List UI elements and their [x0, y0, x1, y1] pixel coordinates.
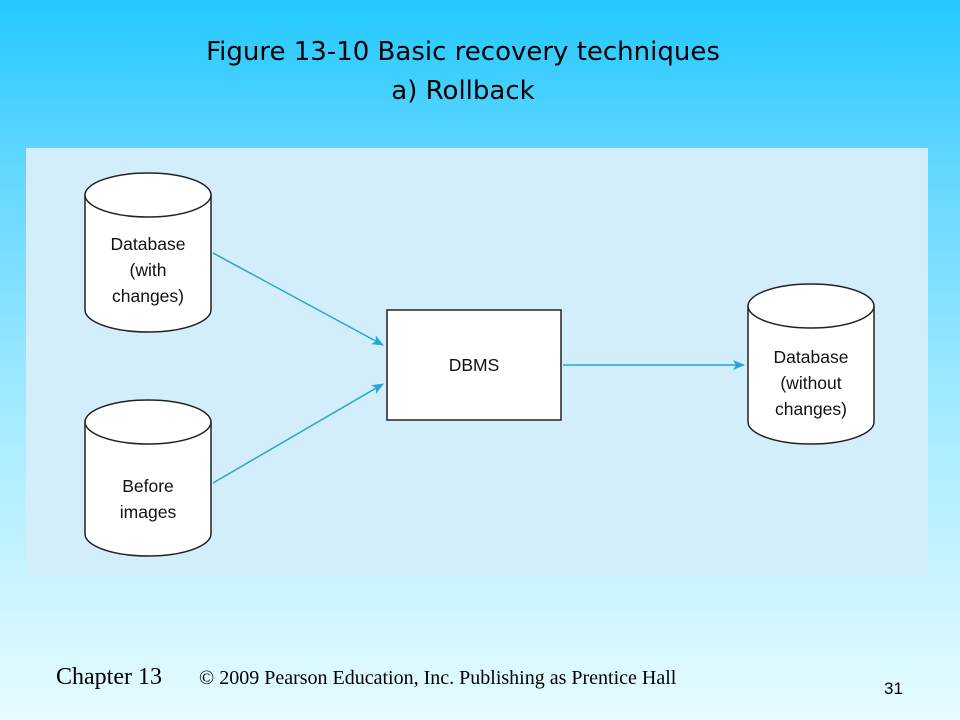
label-line: Database: [110, 234, 186, 254]
label-dbms: DBMS: [448, 355, 500, 375]
slide-subtitle: a) Rollback: [391, 76, 535, 106]
page-number: 31: [884, 679, 903, 698]
label-line: images: [119, 502, 177, 522]
arrow-before-images-to-dbms: [212, 383, 384, 484]
footer-copyright: © 2009 Pearson Education, Inc. Publishin…: [199, 667, 677, 689]
cylinder-before-images: [84, 399, 212, 557]
arrow-db-to-dbms: [212, 252, 384, 346]
cylinder-db-without-changes: [747, 283, 875, 445]
label-before-images: Before images: [85, 473, 211, 525]
label-line: Database: [773, 347, 849, 367]
footer-chapter: Chapter 13: [56, 664, 162, 690]
label-line: (with: [129, 260, 167, 280]
cylinder-db-with-changes: [84, 172, 212, 333]
label-line: changes): [775, 399, 847, 419]
slide-title: Figure 13-10 Basic recovery techniques: [206, 37, 720, 67]
label-line: (without: [780, 373, 842, 393]
label-db-with-changes: Database (with changes): [85, 231, 211, 309]
dbms-box: [386, 309, 562, 421]
label-line: changes): [112, 286, 184, 306]
label-line: Before: [122, 476, 174, 496]
label-db-without-changes: Database (without changes): [748, 344, 874, 422]
